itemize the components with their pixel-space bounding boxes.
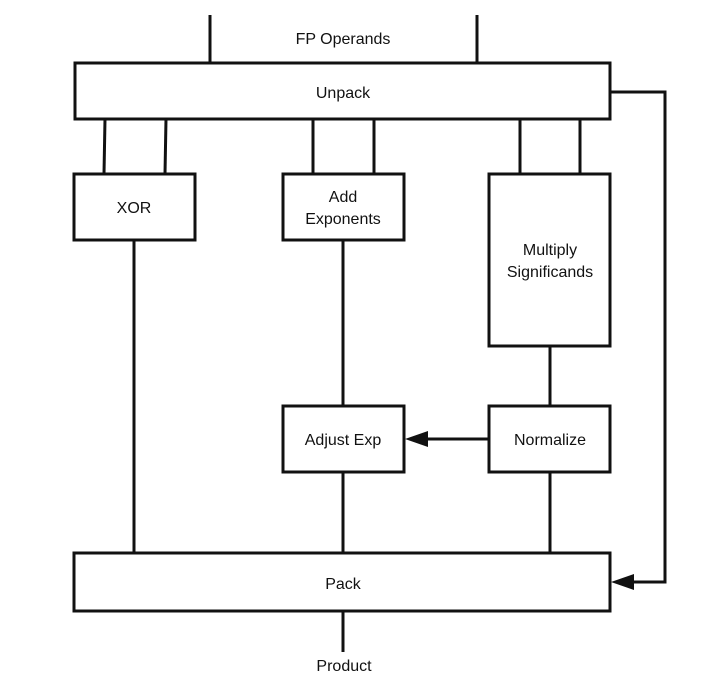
xor-label: XOR <box>117 200 152 217</box>
multiply-label-line2: Significands <box>507 264 593 281</box>
add-exponents-label-line1: Add <box>329 189 357 206</box>
unpack-label: Unpack <box>316 85 371 102</box>
normalize-to-adjust-arrowhead <box>405 431 428 447</box>
output-label: Product <box>316 658 372 675</box>
multiply-significands-block <box>487 172 612 348</box>
unpack-to-xor-wire-1 <box>102 118 107 175</box>
pack-label: Pack <box>325 576 362 593</box>
xor-block <box>72 172 197 242</box>
add-exponents-block <box>281 172 406 242</box>
adjust-exp-label: Adjust Exp <box>305 432 382 449</box>
add-exponents-label-line2: Exponents <box>305 211 381 228</box>
unpack-to-pack-bypass-wire <box>610 90 667 584</box>
bypass-arrowhead <box>611 574 634 590</box>
multiply-label-line1: Multiply <box>523 242 577 259</box>
input-label: FP Operands <box>296 31 391 48</box>
unpack-to-xor-wire-2 <box>163 118 168 175</box>
normalize-label: Normalize <box>514 432 586 449</box>
